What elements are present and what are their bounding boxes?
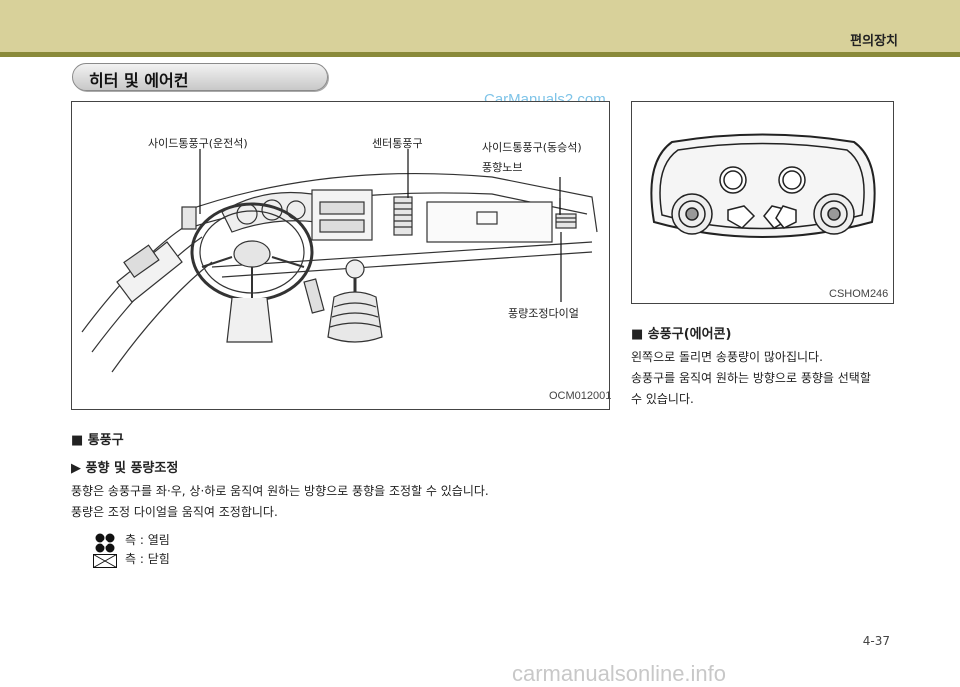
header-divider [0, 52, 960, 57]
vent-heading: ■ 통풍구 [71, 433, 124, 448]
vent-subheading: ▶ 풍향 및 풍량조정 [71, 461, 179, 476]
figure-code-right: CSHOM246 [829, 288, 889, 300]
aircon-vent-figure: CSHOM246 [631, 101, 894, 304]
aircon-body-line-3: 수 있습니다. [631, 392, 694, 406]
closed-icon [93, 553, 117, 568]
section-label: 편의장치 [850, 34, 898, 49]
legend-open: 측 : 열림 [125, 533, 170, 547]
section-title: 히터 및 에어컨 [72, 63, 328, 91]
page-number: 4-37 [862, 634, 890, 648]
aircon-vent-illustration [650, 133, 876, 238]
dashboard-illustration [81, 149, 598, 373]
label-volume-dial: 풍량조정다이얼 [508, 307, 579, 320]
label-center-vent: 센터통풍구 [372, 137, 423, 150]
section-title-text: 히터 및 에어컨 [89, 71, 189, 90]
legend-close: 측 : 닫힘 [125, 552, 170, 566]
watermark-bottom: carmanualsonline.info [512, 661, 727, 686]
aircon-heading: ■ 송풍구(에어콘) [631, 327, 732, 342]
open-icon [95, 533, 115, 553]
label-direction-knob: 풍향노브 [482, 161, 523, 174]
label-side-vent-passenger: 사이드통풍구(동승석) [482, 141, 582, 154]
dashboard-figure: 사이드통풍구(운전석) 센터통풍구 사이드통풍구(동승석) 풍향노브 풍량조정다… [71, 101, 612, 410]
aircon-body-line-2: 송풍구를 움직여 원하는 방향으로 풍향을 선택할 [631, 371, 871, 385]
aircon-body-line-1: 왼쪽으로 돌리면 송풍량이 많아집니다. [631, 350, 823, 364]
header-bar [0, 0, 960, 52]
vent-body-line-1: 풍향은 송풍구를 좌·우, 상·하로 움직여 원하는 방향으로 풍향을 조정할 … [71, 484, 489, 498]
label-side-vent-driver: 사이드통풍구(운전석) [148, 137, 248, 150]
vent-body-line-2: 풍량은 조정 다이얼을 움직여 조정합니다. [71, 505, 278, 519]
figure-code-left: OCM012001 [549, 390, 612, 402]
